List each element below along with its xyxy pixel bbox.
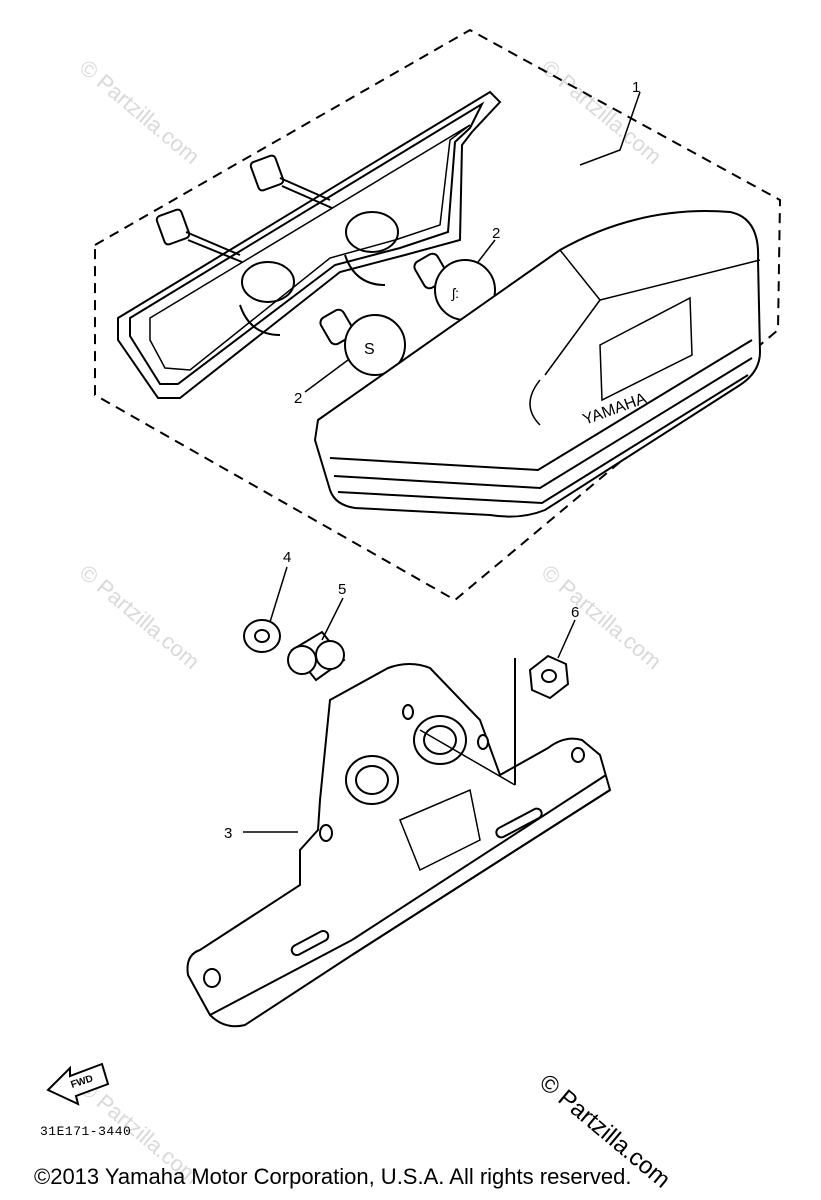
watermark-3: © Partzilla.com: [75, 560, 205, 674]
callout-6: 6: [571, 604, 579, 621]
bulb-lower: S: [319, 308, 406, 376]
copyright-notice: ©2013 Yamaha Motor Corporation, U.S.A. A…: [34, 1164, 632, 1189]
diagram-code: 31E171-3440: [40, 1124, 132, 1139]
svg-text:ʃ:: ʃ:: [451, 285, 459, 301]
bulb-upper: ʃ:: [413, 252, 496, 321]
watermark-1: © Partzilla.com: [75, 55, 205, 169]
fwd-arrow: FWD: [46, 1062, 110, 1106]
callout-3: 3: [224, 825, 232, 842]
callout-4: 4: [283, 549, 291, 566]
nut: [528, 654, 570, 700]
washer: [243, 619, 281, 653]
callout-5: 5: [338, 581, 346, 598]
watermark-4: © Partzilla.com: [537, 560, 667, 674]
watermark-group: © Partzilla.com © Partzilla.com © Partzi…: [75, 55, 667, 1189]
assembly-boundary: [94, 28, 782, 602]
watermark-2: © Partzilla.com: [537, 55, 667, 169]
callout-2-lower: 2: [294, 390, 302, 407]
tail-lens: YAMAHA: [313, 210, 762, 518]
license-bracket: [186, 663, 612, 1028]
svg-text:S: S: [364, 341, 375, 358]
callout-1: 1: [632, 79, 640, 96]
leader-lines: [243, 91, 641, 833]
grommet: [287, 630, 346, 682]
callout-2-upper: 2: [492, 225, 500, 242]
lamp-base: [117, 90, 502, 399]
stud-line-guide: [419, 729, 516, 786]
